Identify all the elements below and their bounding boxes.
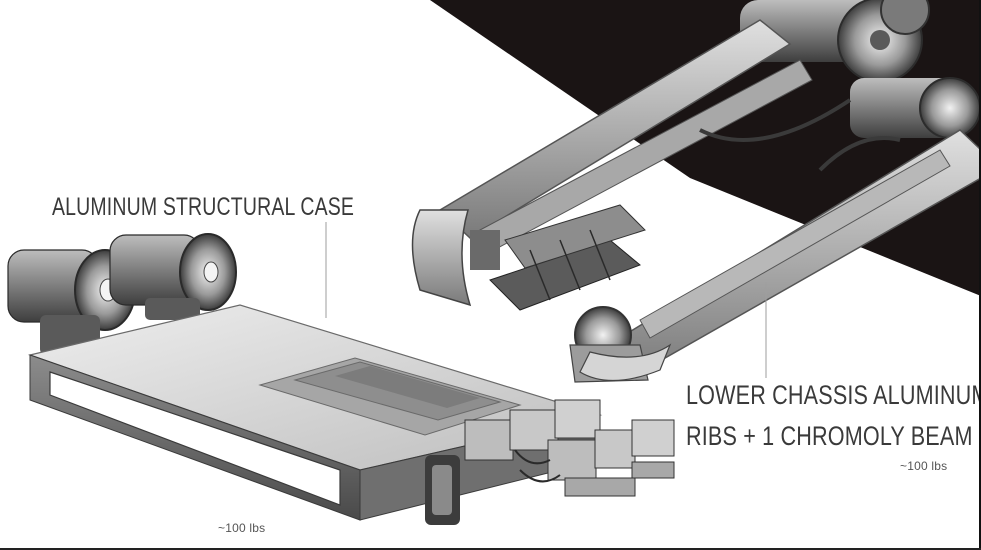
case-channel-3 <box>335 366 480 408</box>
lower-chassis-assembly <box>411 0 981 383</box>
chassis-title-line1: LOWER CHASSIS ALUMINUM <box>686 380 981 410</box>
frame-border-right <box>979 0 981 550</box>
chassis-front-end <box>411 209 472 307</box>
frame-border-bottom <box>0 548 981 550</box>
case-frame-opening <box>49 371 341 506</box>
chassis-title-line2: RIBS + 1 CHROMOLY BEAM <box>686 421 973 451</box>
case-weight: ~100 lbs <box>218 521 266 535</box>
chassis-end-cap <box>579 343 672 382</box>
case-title: ALUMINUM STRUCTURAL CASE <box>52 193 355 221</box>
case-battery-modules <box>464 399 675 497</box>
chassis-weight: ~100 lbs <box>900 459 948 473</box>
chassis-rib <box>639 149 951 339</box>
case-motor-right <box>109 233 237 320</box>
structural-case-assembly <box>7 233 675 525</box>
chassis-battery-modules <box>489 204 646 311</box>
